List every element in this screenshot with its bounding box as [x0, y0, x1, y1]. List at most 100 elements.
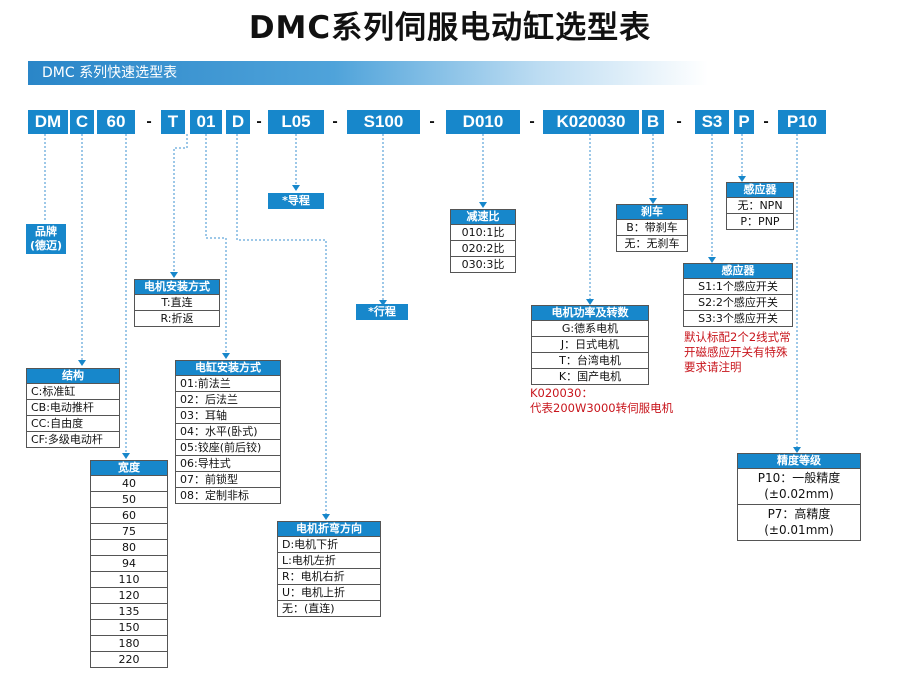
table-row: 75	[91, 523, 167, 539]
table-row: 120	[91, 587, 167, 603]
code-separator: -	[256, 113, 262, 130]
precision-p7-line1: P7：高精度	[767, 507, 831, 521]
page-title: DMC系列伺服电动缸选型表	[248, 10, 652, 46]
table-row: 80	[91, 539, 167, 555]
table-row: T:直连	[135, 294, 219, 310]
code-part-precision: P10	[778, 110, 826, 134]
table-row: 07：前锁型	[176, 471, 280, 487]
table-row: 150	[91, 619, 167, 635]
code-separator: -	[763, 113, 769, 130]
table-row: 05:铰座(前后铰)	[176, 439, 280, 455]
code-part-width: 60	[97, 110, 135, 134]
table-row: P：PNP	[727, 213, 793, 229]
table-row: R:折返	[135, 310, 219, 326]
code-part-cylinder-mount: 01	[190, 110, 222, 134]
reduction-table: 减速比 010:1比 020:2比 030:3比	[450, 209, 516, 273]
motor-fold-table: 电机折弯方向 D:电机下折 L:电机左折 R：电机右折 U：电机上折 无：(直连…	[277, 521, 381, 617]
table-row: P10：一般精度 (±0.02mm)	[738, 468, 860, 504]
table-row: 94	[91, 555, 167, 571]
table-row: K：国产电机	[532, 368, 648, 384]
structure-table: 结构 C:标准缸 CB:电动推杆 CC:自由度 CF:多级电动杆	[26, 368, 120, 448]
table-row: S3:3个感应开关	[684, 310, 792, 326]
table-row: 无：无刹车	[617, 235, 687, 251]
code-part-motor-power: K020030	[543, 110, 639, 134]
precision-p7-line2: (±0.01mm)	[764, 523, 834, 537]
motor-mount-table: 电机安装方式 T:直连 R:折返	[134, 279, 220, 327]
table-row: 020:2比	[451, 240, 515, 256]
brake-table: 刹车 B：带刹车 无：无刹车	[616, 204, 688, 252]
table-row: B：带刹车	[617, 219, 687, 235]
code-separator: -	[332, 113, 338, 130]
table-row: 无：(直连)	[278, 600, 380, 616]
table-row: T：台湾电机	[532, 352, 648, 368]
table-row: 110	[91, 571, 167, 587]
table-header: 感应器	[727, 183, 793, 197]
table-row: S2:2个感应开关	[684, 294, 792, 310]
code-part-lead: L05	[268, 110, 324, 134]
table-header: 精度等级	[738, 454, 860, 468]
table-row: L:电机左折	[278, 552, 380, 568]
sensor-note-line3: 要求请注明	[684, 360, 742, 374]
code-separator: -	[676, 113, 682, 130]
cylinder-mount-table: 电缸安装方式 01:前法兰 02：后法兰 03：耳轴 04：水平(卧式) 05:…	[175, 360, 281, 504]
table-row: CC:自由度	[27, 415, 119, 431]
code-part-brake: B	[642, 110, 664, 134]
sensor-type-table: 感应器 无：NPN P：PNP	[726, 182, 794, 230]
precision-p10-line1: P10：一般精度	[757, 471, 841, 485]
code-separator: -	[529, 113, 535, 130]
lead-label: *导程	[268, 193, 324, 209]
table-row: 50	[91, 491, 167, 507]
sensor-count-table: 感应器 S1:1个感应开关 S2:2个感应开关 S3:3个感应开关	[683, 263, 793, 327]
table-row: 220	[91, 651, 167, 667]
table-row: CF:多级电动杆	[27, 431, 119, 447]
table-row: 02：后法兰	[176, 391, 280, 407]
code-part-sensor-type: P	[734, 110, 754, 134]
motor-power-note-line1: K020030：	[530, 386, 593, 400]
table-row: 60	[91, 507, 167, 523]
table-row: 40	[91, 475, 167, 491]
precision-p10-line2: (±0.02mm)	[764, 487, 834, 501]
table-row: 180	[91, 635, 167, 651]
table-row: D:电机下折	[278, 536, 380, 552]
code-part-brand: DM	[28, 110, 68, 134]
table-header: 宽度	[91, 461, 167, 475]
code-part-stroke: S100	[347, 110, 420, 134]
motor-power-note-line2: 代表200W3000转伺服电机	[530, 401, 674, 415]
table-row: P7：高精度 (±0.01mm)	[738, 504, 860, 540]
table-header: 感应器	[684, 264, 792, 278]
table-row: S1:1个感应开关	[684, 278, 792, 294]
table-row: R：电机右折	[278, 568, 380, 584]
table-header: 电机折弯方向	[278, 522, 380, 536]
table-row: 04：水平(卧式)	[176, 423, 280, 439]
table-row: CB:电动推杆	[27, 399, 119, 415]
code-part-sensor-count: S3	[695, 110, 729, 134]
table-row: C:标准缸	[27, 383, 119, 399]
table-header: 电缸安装方式	[176, 361, 280, 375]
code-part-fold: D	[226, 110, 250, 134]
table-header: 结构	[27, 369, 119, 383]
code-part-structure: C	[70, 110, 94, 134]
width-table: 宽度 40 50 60 75 80 94 110 120 135 150 180…	[90, 460, 168, 668]
motor-power-table: 电机功率及转数 G:德系电机 J：日式电机 T：台湾电机 K：国产电机	[531, 305, 649, 385]
code-separator: -	[146, 113, 152, 130]
table-row: 135	[91, 603, 167, 619]
table-row: J：日式电机	[532, 336, 648, 352]
brand-label-line2: (德迈)	[29, 239, 63, 252]
table-row: U：电机上折	[278, 584, 380, 600]
table-row: G:德系电机	[532, 320, 648, 336]
code-part-reduction: D010	[446, 110, 520, 134]
table-row: 030:3比	[451, 256, 515, 272]
precision-table: 精度等级 P10：一般精度 (±0.02mm) P7：高精度 (±0.01mm)	[737, 453, 861, 541]
code-separator: -	[429, 113, 435, 130]
table-row: 03：耳轴	[176, 407, 280, 423]
sensor-note-line2: 开磁感应开关有特殊	[684, 345, 788, 359]
brand-label-line1: 品牌	[35, 225, 57, 238]
table-header: 减速比	[451, 210, 515, 224]
travel-label: *行程	[356, 304, 408, 320]
section-banner: DMC 系列快速选型表	[28, 61, 708, 85]
table-row: 01:前法兰	[176, 375, 280, 391]
table-header: 电机功率及转数	[532, 306, 648, 320]
table-row: 010:1比	[451, 224, 515, 240]
table-header: 电机安装方式	[135, 280, 219, 294]
